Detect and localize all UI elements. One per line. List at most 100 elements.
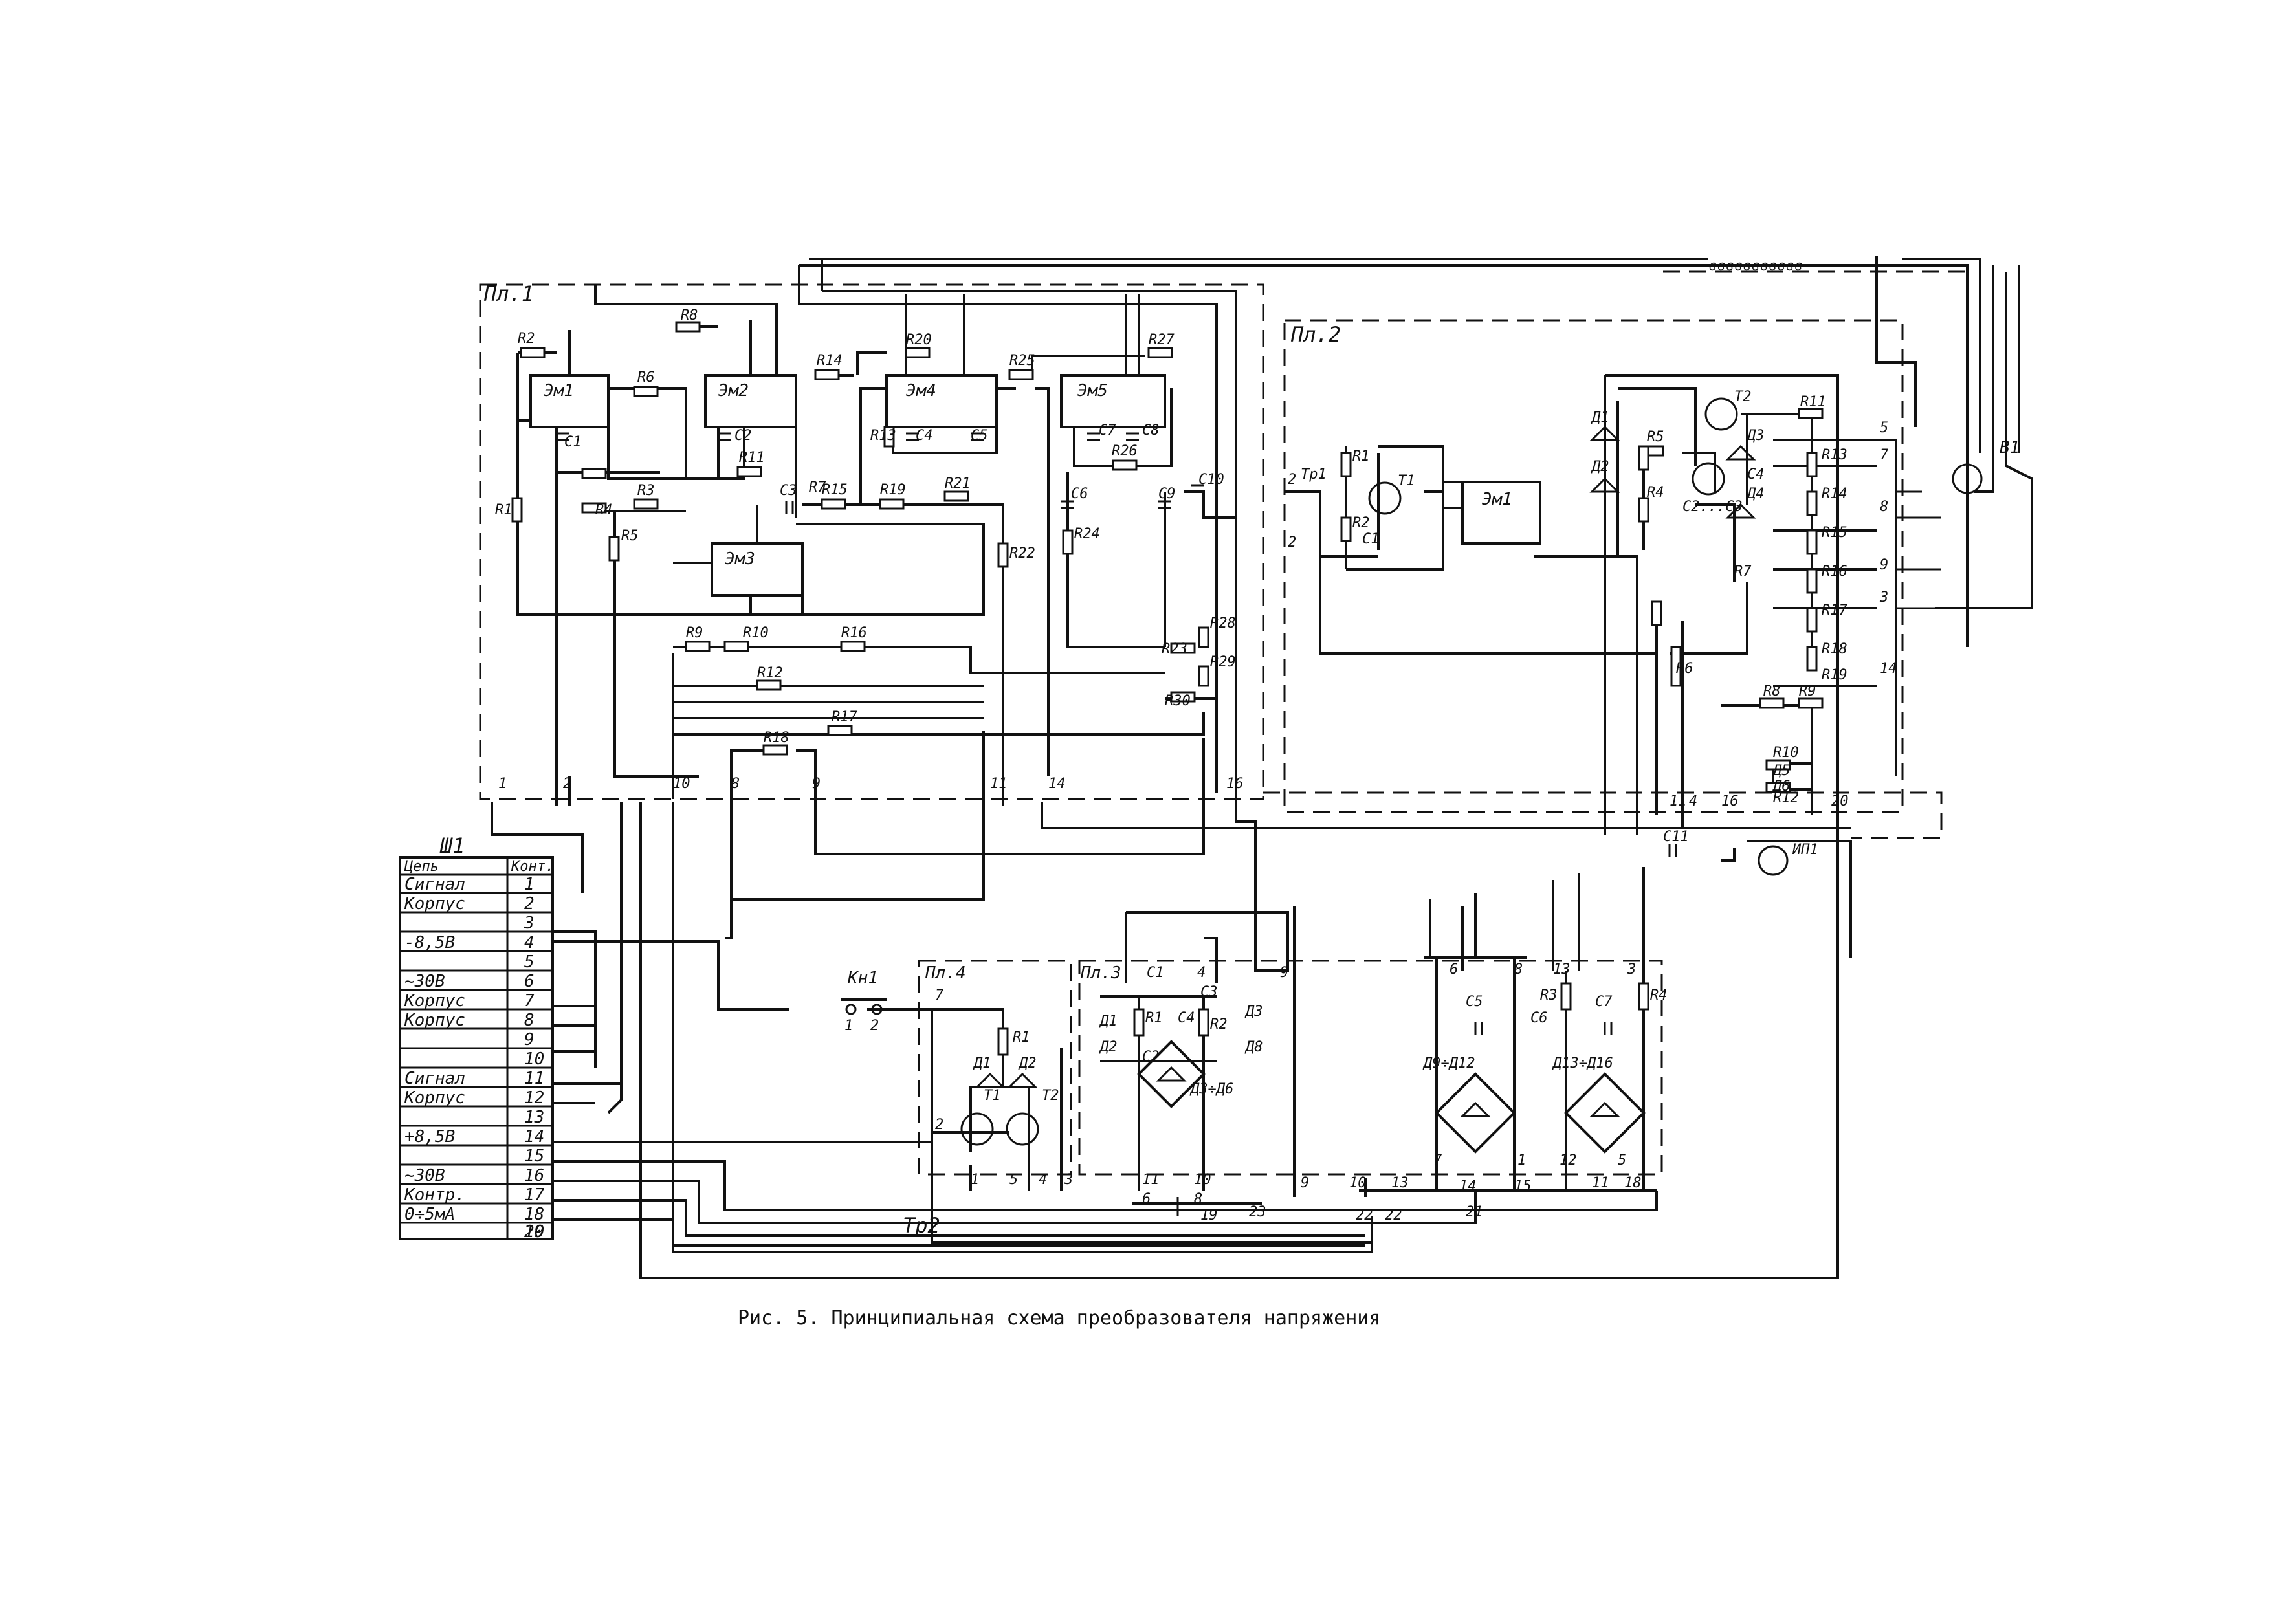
p1-label-c5: С5 xyxy=(971,428,988,444)
p3-pin-9: 9 xyxy=(1280,965,1288,981)
p3-pin-13: 13 xyxy=(1553,961,1571,978)
p4-pin-4: 4 xyxy=(1039,1172,1047,1188)
panel-4-parts xyxy=(932,1008,1063,1191)
p2-pin-14: 14 xyxy=(1880,661,1897,677)
p1-label-c4: С4 xyxy=(916,428,933,444)
p4-pin-7: 7 xyxy=(935,987,944,1004)
p3-label-c2: С2 xyxy=(1142,1049,1160,1065)
p1-label-r7: R7 xyxy=(809,479,826,496)
p2-transistor-t3 xyxy=(1692,462,1725,496)
transformer-tr2 xyxy=(1132,1197,1443,1216)
p3-label-r2: R2 xyxy=(1210,1016,1228,1033)
p2-pin-2b: 2 xyxy=(1288,534,1296,551)
panel-1-capacitors xyxy=(557,432,1204,514)
p3-pin-6: 6 xyxy=(1142,1191,1151,1207)
p4-label-t1: Т1 xyxy=(984,1088,1001,1104)
connector-signal-12: Корпус xyxy=(404,1088,465,1108)
panel-label-p2: Пл.2 xyxy=(1290,322,1341,347)
connector-signal-7: Корпус xyxy=(404,991,465,1011)
p1-label-r15: R15 xyxy=(822,482,848,498)
connector-sh1 xyxy=(399,856,554,1240)
connector-pin-20: 20 xyxy=(524,1222,544,1242)
p3-pin-1: 1 xyxy=(1517,1152,1526,1169)
transformer-label: Тр2 xyxy=(903,1213,940,1238)
p1-label-r4: R4 xyxy=(595,502,613,518)
p3-pin-3: 3 xyxy=(1627,961,1636,978)
ic-em4 xyxy=(885,374,998,428)
p2-label-ip1: ИП1 xyxy=(1792,842,1818,858)
p1-pin-11: 11 xyxy=(990,776,1008,792)
p3-label-d8: Д8 xyxy=(1244,1039,1263,1055)
p2-label-r18: R18 xyxy=(1822,641,1847,657)
p1-label-r28: R28 xyxy=(1210,615,1236,631)
p2-label-r4: R4 xyxy=(1647,485,1664,501)
p2-label-d5: Д5 xyxy=(1772,763,1791,779)
connector-pin-4: 4 xyxy=(524,933,535,952)
p2-pin-16: 16 xyxy=(1721,793,1739,809)
p2-label-r6: R6 xyxy=(1676,661,1693,677)
p1-label-r5: R5 xyxy=(621,528,639,544)
panel-borders xyxy=(479,270,1967,1176)
ic-em5 xyxy=(1060,374,1166,428)
p2-label-r19: R19 xyxy=(1822,667,1847,683)
p1-label-r16: R16 xyxy=(841,625,867,641)
p1-pin-14: 14 xyxy=(1048,776,1066,792)
selector-v1 xyxy=(1952,463,1983,494)
p1-label-r13: R13 xyxy=(870,428,896,444)
p1-pin-16: 16 xyxy=(1226,776,1244,792)
connector-pin-7: 7 xyxy=(524,991,535,1011)
p4-label-d2: Д2 xyxy=(1018,1055,1037,1071)
p1-label-r17: R17 xyxy=(832,709,857,725)
p1-label-r11: R11 xyxy=(739,450,765,466)
p4-label-t2: Т2 xyxy=(1042,1088,1059,1104)
connector-pin-13: 13 xyxy=(524,1108,544,1127)
p1-label-r27: R27 xyxy=(1149,332,1175,348)
p3-label-r1: R1 xyxy=(1145,1010,1163,1026)
p2-ic-label: Эм1 xyxy=(1482,490,1512,509)
panel-label-p4: Пл.4 xyxy=(925,963,966,983)
connector-signal-4: -8,5В xyxy=(404,933,455,952)
p2-label-r17: R17 xyxy=(1822,602,1847,619)
p3-pin-12: 12 xyxy=(1560,1152,1577,1169)
p1-label-c1: С1 xyxy=(564,434,582,450)
p3-pin-8: 8 xyxy=(1194,1191,1202,1207)
tr2-pin-11: 11 xyxy=(1592,1175,1609,1191)
connector-pin-11: 11 xyxy=(524,1069,544,1088)
ic-em2 xyxy=(704,374,797,428)
p4-label-d1: Д1 xyxy=(973,1055,991,1071)
p2-label-c2c3: С2...С3 xyxy=(1682,499,1743,515)
p1-label-r6: R6 xyxy=(637,369,655,386)
tr2-pin-23: 23 xyxy=(1249,1204,1266,1220)
p1-label-r14: R14 xyxy=(817,353,843,369)
p2-pin-20: 20 xyxy=(1831,793,1849,809)
p2-label-r11: R11 xyxy=(1800,394,1826,410)
p1-label-r23: R23 xyxy=(1162,641,1187,657)
p1-label-r26: R26 xyxy=(1112,443,1138,459)
p3-label-d3: Д3 xyxy=(1244,1004,1263,1020)
ic-em2-label: Эм2 xyxy=(718,381,749,401)
connector-pin-5: 5 xyxy=(524,952,535,972)
connector-pin-15: 15 xyxy=(524,1147,544,1166)
tr2-pin-22b: 22 xyxy=(1385,1207,1402,1223)
p1-label-c9: С9 xyxy=(1158,486,1176,502)
top-harness: ɞɞɞɞɞɞɞɞɞɞɞ xyxy=(799,256,2033,647)
p3-pin-15: 15 xyxy=(1514,1178,1532,1194)
p1-label-r21: R21 xyxy=(945,476,971,492)
p2-label-d2: Д2 xyxy=(1591,459,1609,475)
connector-pin-8: 8 xyxy=(524,1011,535,1030)
p3-label-c4: С4 xyxy=(1178,1010,1195,1026)
p2-label-r5: R5 xyxy=(1647,429,1664,445)
connector-pin-2: 2 xyxy=(524,894,535,914)
switch-contact-2: 2 xyxy=(870,1018,879,1034)
p2-label-r1: R1 xyxy=(1352,448,1370,465)
panel-label-p3: Пл.3 xyxy=(1080,963,1121,983)
p2-pin-8: 8 xyxy=(1880,499,1888,515)
switch-kn1[interactable] xyxy=(841,998,887,1015)
p1-label-r20: R20 xyxy=(906,332,932,348)
p2-label-t2: Т2 xyxy=(1734,389,1752,405)
ic-em1-label: Эм1 xyxy=(544,381,574,401)
connector-pin-6: 6 xyxy=(524,972,535,991)
p2-pin-4: 4 xyxy=(1689,793,1697,809)
p1-label-r8: R8 xyxy=(681,307,698,324)
p2-label-r13: R13 xyxy=(1822,447,1847,463)
